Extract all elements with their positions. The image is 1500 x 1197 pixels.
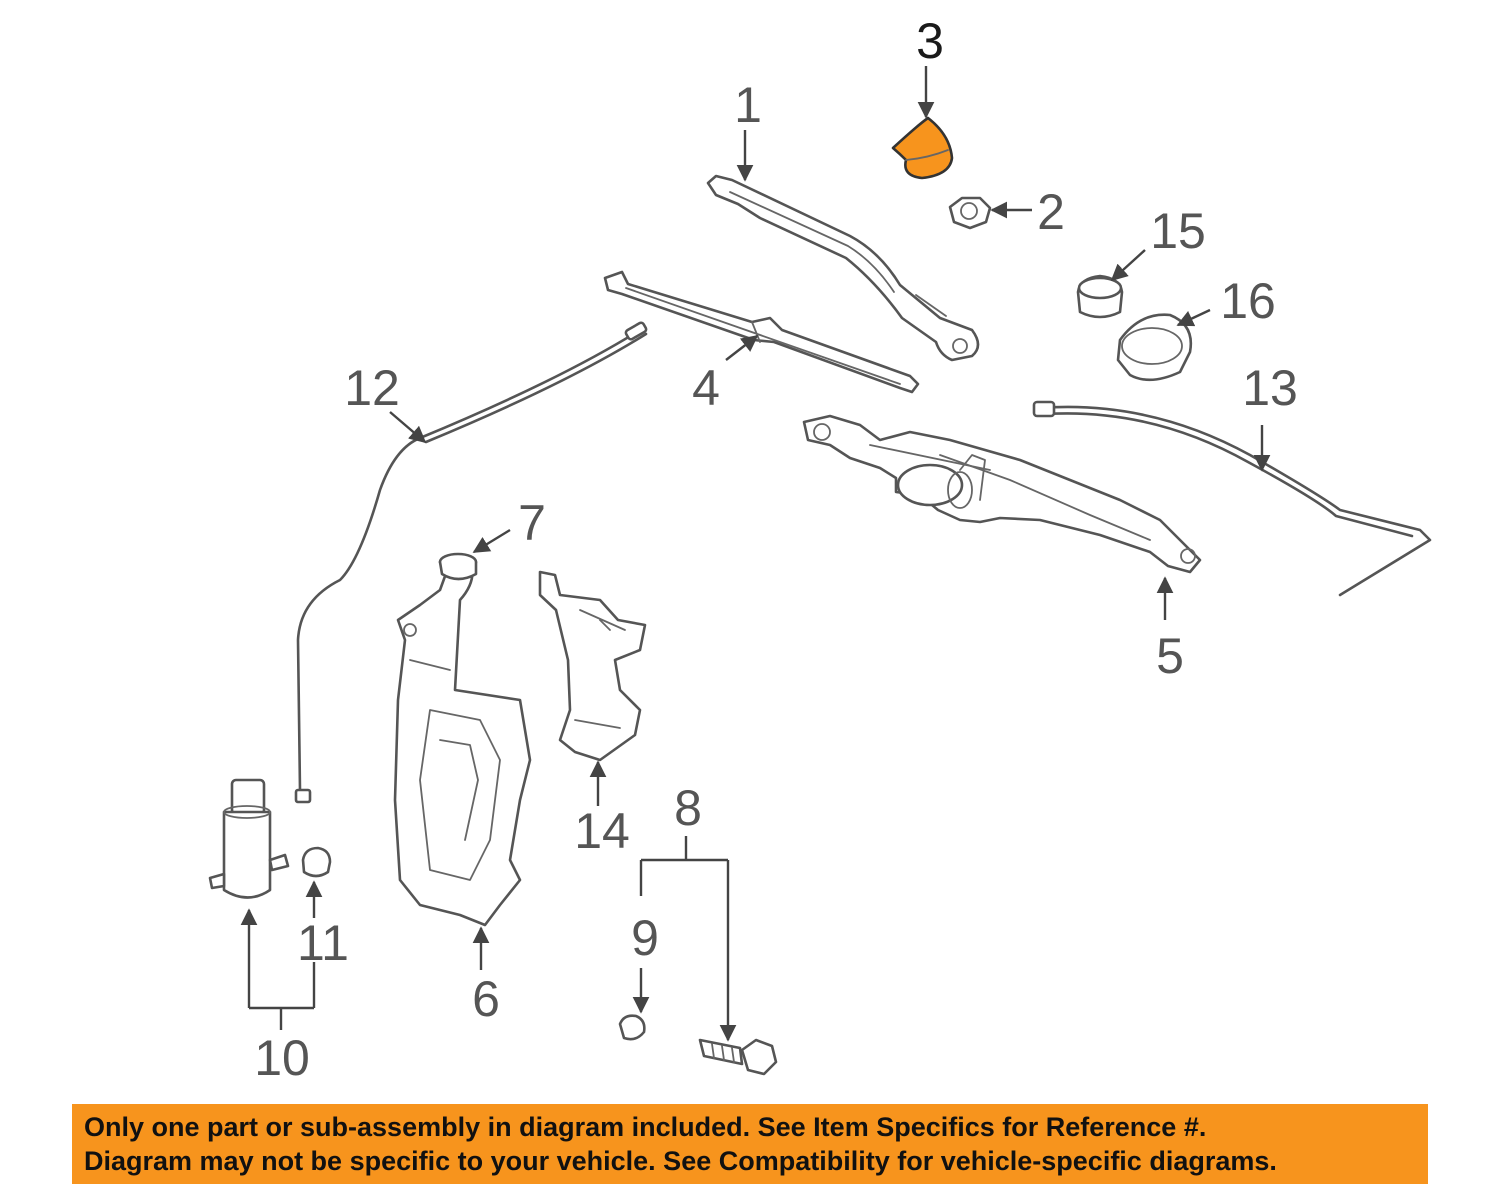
part-1-wiper-arm[interactable]	[706, 174, 980, 362]
part-16-seal[interactable]	[1116, 313, 1193, 382]
callout-4: 4	[692, 360, 720, 416]
callout-14: 14	[574, 803, 630, 859]
part-8-bolt[interactable]	[698, 1038, 778, 1076]
part-2-nut[interactable]	[948, 196, 992, 230]
callout-1: 1	[734, 77, 762, 133]
callout-7: 7	[518, 495, 546, 551]
callout-8: 8	[674, 780, 702, 836]
callout-3: 3	[916, 13, 944, 69]
callout-9: 9	[631, 910, 659, 966]
part-11-grommet[interactable]	[301, 846, 332, 878]
part-4-wiper-blade[interactable]	[603, 270, 920, 394]
part-9-grommet[interactable]	[618, 1014, 646, 1041]
callout-11: 11	[297, 915, 349, 971]
callout-16: 16	[1220, 273, 1276, 329]
part-15-grommet[interactable]	[1076, 274, 1124, 319]
part-14-bracket[interactable]	[538, 570, 647, 762]
part-3-cap[interactable]	[891, 116, 954, 180]
part-7-reservoir-cap[interactable]	[438, 552, 478, 581]
part-5-wiper-linkage[interactable]	[802, 414, 1202, 574]
part-13-washer-hose[interactable]	[1032, 400, 1432, 597]
callout-10: 10	[254, 1030, 310, 1086]
part-6-washer-reservoir[interactable]	[393, 558, 532, 927]
callout-15: 15	[1150, 203, 1206, 259]
disclaimer-line-1: Only one part or sub-assembly in diagram…	[84, 1112, 1207, 1142]
part-10-washer-pump[interactable]	[208, 778, 290, 899]
callout-2: 2	[1037, 184, 1065, 240]
disclaimer-banner: Only one part or sub-assembly in diagram…	[72, 1104, 1428, 1184]
callout-5: 5	[1156, 628, 1184, 684]
callout-13: 13	[1242, 360, 1298, 416]
part-12-washer-hose[interactable]	[294, 321, 648, 804]
callout-12: 12	[344, 360, 400, 416]
callout-6: 6	[472, 971, 500, 1027]
disclaimer-line-2: Diagram may not be specific to your vehi…	[84, 1146, 1277, 1176]
leader-lines	[240, 66, 1271, 1042]
